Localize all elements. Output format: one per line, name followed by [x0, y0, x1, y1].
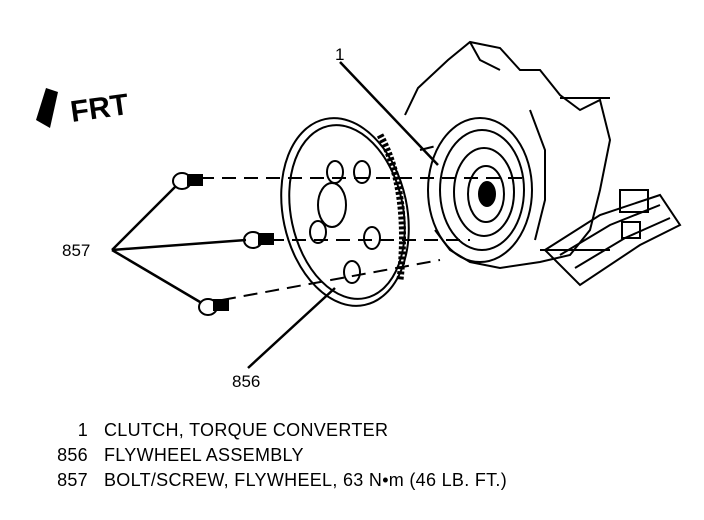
flywheel-diagram: FRT: [36, 40, 682, 391]
callout-bolts: 857: [62, 241, 90, 260]
transmission-housing: [404, 40, 682, 287]
parts-legend: 1 CLUTCH, TORQUE CONVERTER 856 FLYWHEEL …: [30, 418, 507, 493]
legend-item: 1 CLUTCH, TORQUE CONVERTER: [30, 418, 507, 443]
callout-flywheel: 856: [232, 372, 260, 391]
legend-item-text: FLYWHEEL ASSEMBLY: [104, 445, 304, 465]
legend-item-number: 857: [57, 470, 88, 490]
bolt-upper: [172, 172, 203, 190]
legend-item-number: 856: [57, 445, 88, 465]
flywheel-bolts: [172, 172, 274, 316]
legend-item-text: CLUTCH, TORQUE CONVERTER: [104, 420, 389, 440]
callout-clutch: 1: [335, 45, 344, 64]
flywheel-assembly: [280, 117, 410, 307]
legend-item: 857 BOLT/SCREW, FLYWHEEL, 63 N•m (46 LB.…: [30, 468, 507, 493]
front-indicator-label: FRT: [68, 88, 130, 129]
legend-item: 856 FLYWHEEL ASSEMBLY: [30, 443, 507, 468]
leader-lines: [111, 61, 439, 369]
front-arrow-icon: [36, 88, 58, 128]
legend-item-number: 1: [77, 420, 88, 440]
front-indicator: FRT: [36, 88, 131, 129]
bolt-middle: [243, 231, 274, 249]
bolt-lower: [198, 298, 229, 316]
torque-converter: [427, 117, 533, 263]
legend-item-text: BOLT/SCREW, FLYWHEEL, 63 N•m (46 LB. FT.…: [104, 470, 508, 490]
